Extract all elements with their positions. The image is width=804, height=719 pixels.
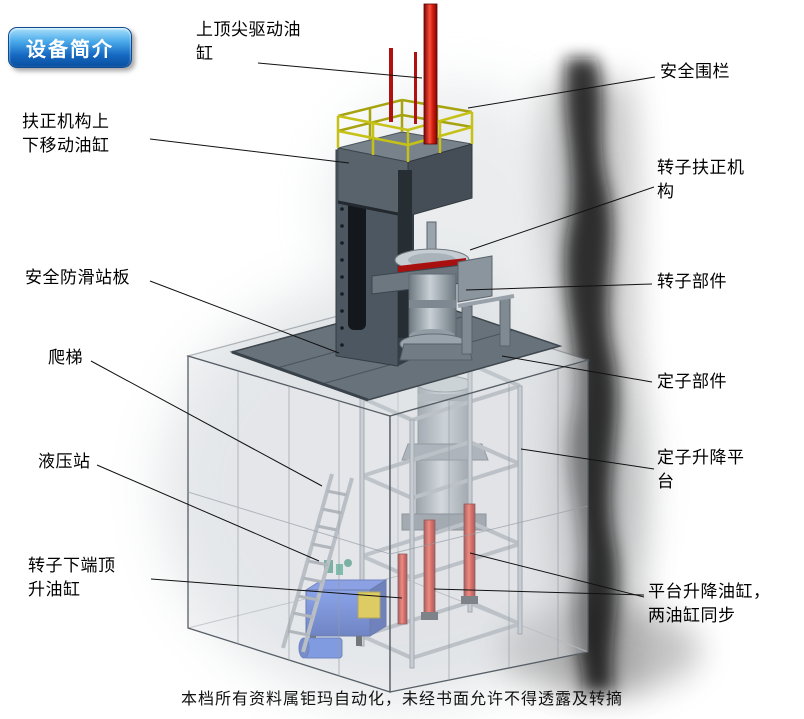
leader-centering-updown-cylinder — [149, 138, 350, 164]
platform-lift-cylinders — [421, 503, 478, 620]
label-ladder: 爬梯 — [48, 348, 83, 367]
rotor-assembly — [371, 170, 493, 361]
leader-rotor-centering-mechanism — [469, 186, 655, 251]
top-drive-rod — [389, 3, 438, 145]
label-rotor-bottom-jack-cylinder: 转子下端顶 升油缸 — [28, 556, 116, 599]
leader-ladder — [90, 360, 323, 487]
upper-machine — [335, 3, 515, 367]
label-hydraulic-station: 液压站 — [38, 452, 91, 471]
copyright-footer: 本档所有资料属钜玛自动化，未经书面允许不得透露及转摘 — [180, 691, 623, 708]
leader-lines — [90, 62, 656, 599]
label-stator-lift-platform: 定子升降平 台 — [657, 448, 745, 491]
leader-rotor-parts — [465, 283, 653, 291]
leader-antislip-platform — [149, 280, 340, 354]
centering-stand — [457, 294, 515, 355]
leader-stator-parts — [501, 355, 653, 383]
leader-platform-cylinder-b — [469, 552, 645, 598]
leader-hydraulic-station — [96, 464, 320, 562]
leader-rotor-bottom-jack — [150, 578, 403, 599]
label-top-drive-cylinder: 上顶尖驱动油 缸 — [196, 20, 301, 63]
label-stator-parts: 定子部件 — [657, 372, 727, 391]
label-safety-fence: 安全围栏 — [660, 62, 730, 81]
head-deck — [337, 131, 473, 218]
label-rotor-centering-mechanism: 转子扶正机 构 — [657, 158, 745, 201]
ladder — [281, 473, 354, 653]
label-platform-lift-cylinders: 平台升降油缸， 两油缸同步 — [648, 582, 771, 625]
label-antislip-platform: 安全防滑站板 — [25, 268, 130, 287]
label-centering-updown-cylinder: 扶正机构上 下移动油缸 — [22, 112, 110, 155]
leader-top-drive-cylinder — [257, 62, 423, 79]
leader-platform-cylinder-a — [433, 588, 645, 596]
leader-stator-lift-platform — [520, 448, 655, 470]
label-rotor-parts: 转子部件 — [657, 272, 727, 291]
title-badge: 设备简介 — [8, 27, 132, 68]
smoke-shadow — [544, 58, 646, 692]
leader-safety-fence — [467, 76, 656, 109]
rotor-jack-cylinder — [397, 553, 408, 625]
